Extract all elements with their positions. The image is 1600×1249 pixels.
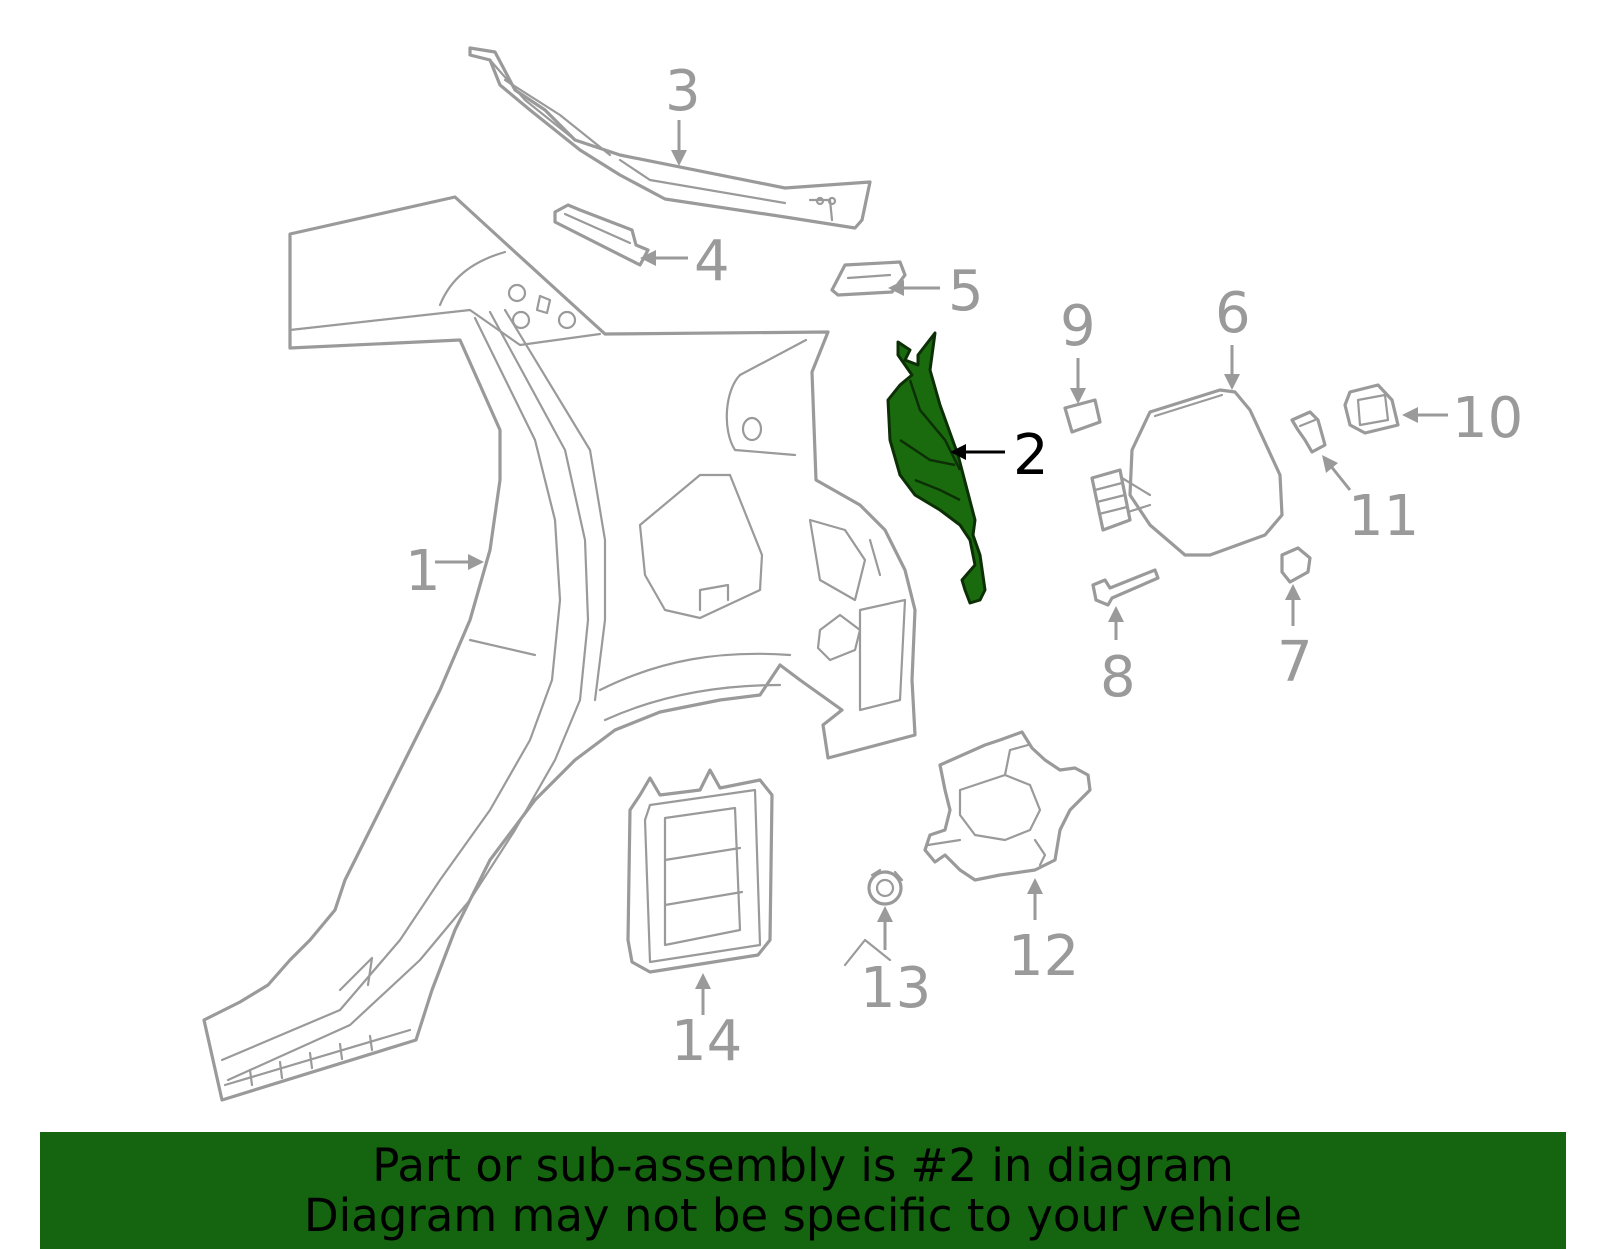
callout-13-arrowhead bbox=[877, 906, 893, 922]
callout-14[interactable]: 14 bbox=[671, 973, 742, 1074]
callout-13-label: 13 bbox=[860, 956, 931, 1021]
part-6-fuel-door[interactable] bbox=[1090, 388, 1284, 557]
callout-5[interactable]: 5 bbox=[888, 259, 984, 324]
callout-3-label: 3 bbox=[665, 59, 701, 124]
callout-1[interactable]: 1 bbox=[405, 539, 484, 604]
callout-1-label: 1 bbox=[405, 539, 441, 604]
callout-7[interactable]: 7 bbox=[1277, 584, 1313, 695]
callout-13[interactable]: 13 bbox=[860, 906, 931, 1021]
part-8-bolt[interactable] bbox=[1091, 568, 1160, 607]
callout-6-arrowhead bbox=[1224, 374, 1240, 390]
callout-2-arrowhead bbox=[950, 444, 966, 460]
part-11-hinge[interactable] bbox=[1290, 410, 1327, 454]
callout-7-arrowhead bbox=[1285, 584, 1301, 600]
part-9-clip[interactable] bbox=[1063, 398, 1102, 434]
part-10-clip[interactable] bbox=[1343, 383, 1400, 435]
callout-12[interactable]: 12 bbox=[1008, 878, 1079, 989]
callout-6-label: 6 bbox=[1215, 281, 1251, 346]
callout-10-label: 10 bbox=[1452, 386, 1523, 451]
callout-9[interactable]: 9 bbox=[1060, 294, 1096, 404]
info-banner: Part or sub-assembly is #2 in diagram Di… bbox=[40, 1132, 1566, 1249]
part-7-cap[interactable] bbox=[1280, 546, 1312, 584]
callout-6[interactable]: 6 bbox=[1215, 281, 1251, 390]
callout-5-arrowhead bbox=[888, 280, 904, 296]
callout-12-label: 12 bbox=[1008, 924, 1079, 989]
callout-10[interactable]: 10 bbox=[1402, 386, 1523, 451]
callout-11-arrow bbox=[1328, 464, 1352, 491]
callout-2[interactable]: 2 bbox=[950, 423, 1049, 488]
part-5-plate[interactable] bbox=[830, 260, 907, 297]
callout-8-label: 8 bbox=[1100, 645, 1136, 710]
banner-line-2: Diagram may not be specific to your vehi… bbox=[304, 1189, 1302, 1242]
callout-14-arrowhead bbox=[695, 973, 711, 989]
part-3-upper-rail[interactable] bbox=[468, 46, 872, 230]
callout-4-label: 4 bbox=[694, 229, 730, 294]
callout-4-arrowhead bbox=[640, 250, 656, 266]
callout-9-arrowhead bbox=[1070, 388, 1086, 404]
callout-3[interactable]: 3 bbox=[665, 59, 701, 166]
callout-11-label: 11 bbox=[1348, 484, 1419, 549]
callout-7-label: 7 bbox=[1277, 630, 1313, 695]
part-14-housing[interactable] bbox=[626, 768, 774, 974]
callout-1-arrowhead bbox=[468, 554, 484, 570]
callout-14-label: 14 bbox=[671, 1009, 742, 1074]
callout-12-arrowhead bbox=[1027, 878, 1043, 894]
part-13-grommet[interactable] bbox=[867, 868, 904, 906]
callout-11[interactable]: 11 bbox=[1322, 455, 1419, 549]
callout-9-label: 9 bbox=[1060, 294, 1096, 359]
callout-5-label: 5 bbox=[948, 259, 984, 324]
callout-2-label: 2 bbox=[1013, 423, 1049, 488]
part-4-bracket[interactable] bbox=[553, 203, 650, 267]
part-12-actuator[interactable] bbox=[923, 730, 1092, 882]
banner-line-1: Part or sub-assembly is #2 in diagram bbox=[372, 1139, 1234, 1192]
callout-3-arrowhead bbox=[671, 150, 687, 166]
callout-10-arrowhead bbox=[1402, 407, 1418, 423]
callout-4[interactable]: 4 bbox=[640, 229, 730, 294]
callout-11-arrowhead bbox=[1322, 455, 1338, 473]
part-1-quarter-panel[interactable] bbox=[202, 195, 917, 1102]
callout-8-arrowhead bbox=[1108, 606, 1124, 622]
callout-8[interactable]: 8 bbox=[1100, 606, 1136, 710]
part-2-highlighted[interactable] bbox=[886, 331, 987, 605]
